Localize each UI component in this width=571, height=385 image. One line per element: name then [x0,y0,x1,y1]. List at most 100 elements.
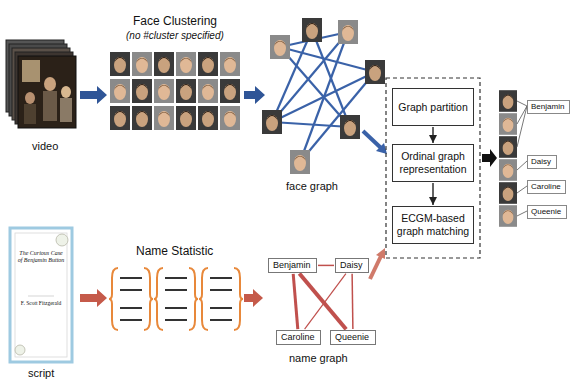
face-thumb [198,106,218,130]
face-thumb [499,159,517,181]
stage-note: (no #cluster specified) [126,30,224,41]
input-arrow [370,256,381,279]
face-thumb [499,205,517,227]
graph-label: face graph [286,180,338,192]
node-text: Queenie [335,332,371,343]
stage-title: Name Statistic [136,244,213,258]
stat-bar [165,307,187,309]
bracket [189,268,198,330]
document-author: F. Scott Fitzgerald [17,300,65,307]
face-thumb [132,52,152,76]
face-thumb [499,182,517,204]
connector [432,127,433,143]
graph-link [272,122,350,127]
face-thumb [220,52,240,76]
connector [293,274,298,329]
assignment-line [517,101,527,106]
document-ornament [15,345,25,355]
stat-bar [210,277,232,279]
stat-bar [210,307,232,309]
script-document [10,228,72,362]
stat-bar [120,289,142,291]
assignment-line [517,106,527,147]
input-arrow-head [376,248,385,259]
bracket [234,268,243,330]
connector [305,274,346,330]
stat-bar [165,319,187,321]
input-label: script [28,367,54,379]
face-thumb [198,52,218,76]
face-clusters [110,52,240,130]
result-name: Queenie [527,205,567,219]
node-text: Queenie [531,207,563,217]
face-thumb [110,79,130,103]
name-statistic [109,268,243,330]
stage-title: Face Clustering [133,14,217,28]
flow-arrow [482,149,497,167]
video-figure [61,86,71,98]
graph-link [300,72,375,162]
input-arrow [363,131,381,148]
face-thumb [220,79,240,103]
face-thumb [302,18,322,42]
face-thumb [220,106,240,130]
process-box: Graph partition [392,88,474,126]
video-window [22,60,40,82]
face-thumb [340,115,360,139]
result-name: Caroline [527,180,566,194]
node-text: Daisy [531,157,553,167]
flow-arrow [80,86,107,104]
stat-bar [210,289,232,291]
face-thumb [176,79,196,103]
assignment-line [517,211,527,216]
face-thumb [338,20,358,44]
document-page [10,228,72,362]
face-thumb [154,52,174,76]
node-text: Graph partition [396,101,470,114]
document-ornament [56,234,68,246]
bracket [154,268,163,330]
face-thumb [198,79,218,103]
face-thumb [110,106,130,130]
flow-arrow [244,86,265,104]
graph-link [280,47,375,72]
assignment-lines [517,101,527,216]
face-thumb [176,52,196,76]
face-thumb [154,106,174,130]
video-figure [60,98,72,122]
result-name: Benjamin [527,100,570,114]
face-thumb [499,90,517,112]
stat-bar [120,319,142,321]
face-thumb [365,60,385,84]
face-thumb [262,110,282,134]
stat-bar [165,277,187,279]
process-box: Ordinal graph representation [392,144,474,182]
connector [432,183,433,205]
graph-label: name graph [289,352,348,364]
face-thumb [154,79,174,103]
video-frame [18,56,76,128]
video-figure [24,104,36,124]
node-text: Benjamin [273,260,312,271]
video-figure [44,77,56,91]
bracket [199,268,208,330]
face-thumb [499,136,517,158]
result-name: Daisy [527,155,557,169]
bracket [109,268,118,330]
method-frame [386,78,480,258]
input-arrow-head [376,143,387,154]
node-text: Daisy [340,260,364,271]
node-text: ECGM-based graph matching [396,212,470,237]
name-node: Benjamin [268,258,317,273]
node-text: Caroline [281,332,316,343]
stat-bar [165,289,187,291]
connector [299,274,346,330]
bracket [144,268,153,330]
process-box: ECGM-based graph matching [392,206,474,244]
face-thumb [132,106,152,130]
node-text: Benjamin [531,102,566,112]
video-frames [6,40,76,128]
